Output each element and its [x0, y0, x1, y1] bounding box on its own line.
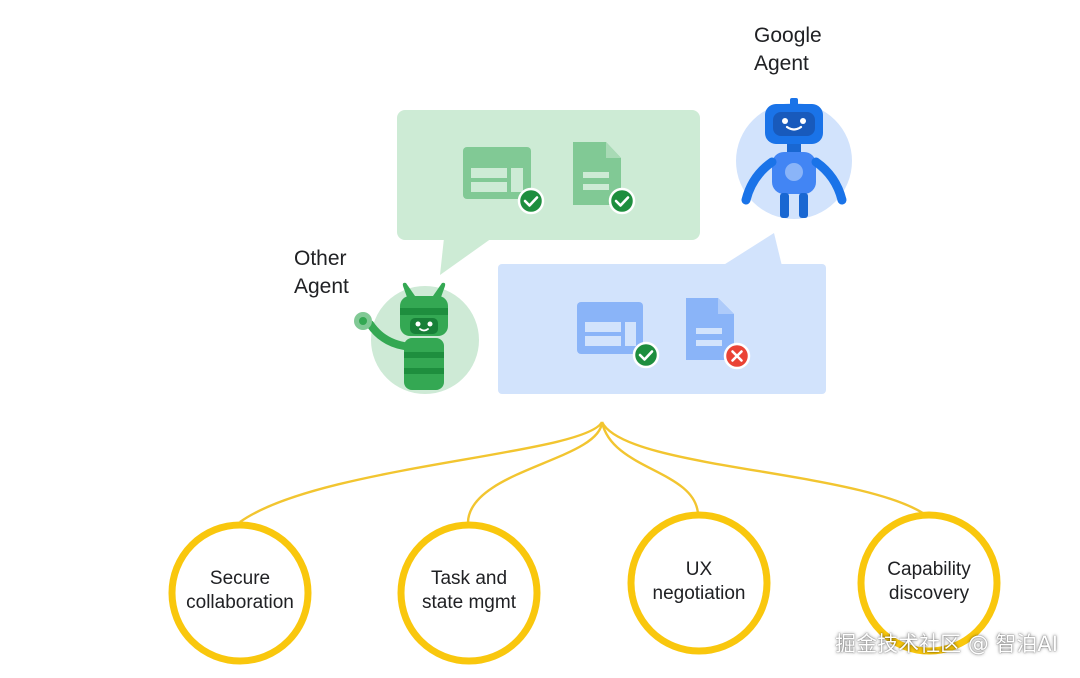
document-icon: [686, 298, 734, 360]
capability-label-task-state: Task and state mgmt: [422, 568, 516, 613]
table-icon: [463, 147, 531, 199]
capability-circle-task-state: [397, 521, 541, 665]
other-agent-avatar: [354, 282, 479, 394]
google-agent-avatar: [736, 98, 852, 219]
green-speech-bubble: [397, 110, 700, 275]
other-agent-label: Other Agent: [294, 247, 349, 298]
capability-label-secure-collaboration: Secure collaboration: [186, 568, 294, 613]
check-badge-icon: [632, 341, 660, 369]
capability-circle-secure-collaboration: [168, 521, 312, 665]
blue-speech-bubble: [498, 233, 826, 394]
google-agent-label: Google Agent: [754, 24, 822, 75]
capability-label-capability-discovery: Capability discovery: [887, 559, 971, 604]
capability-circle-ux-negotiation: [627, 511, 771, 655]
error-badge-icon: [723, 342, 751, 370]
watermark-text: 掘金技术社区 @ 智泊AI: [835, 632, 1058, 656]
check-badge-icon: [517, 187, 545, 215]
capability-label-ux-negotiation: UX negotiation: [652, 559, 746, 604]
check-badge-icon: [608, 187, 636, 215]
table-icon: [577, 302, 643, 354]
document-icon: [573, 142, 621, 205]
capability-circle-capability-discovery: [857, 511, 1001, 655]
capability-connectors: [239, 421, 931, 523]
